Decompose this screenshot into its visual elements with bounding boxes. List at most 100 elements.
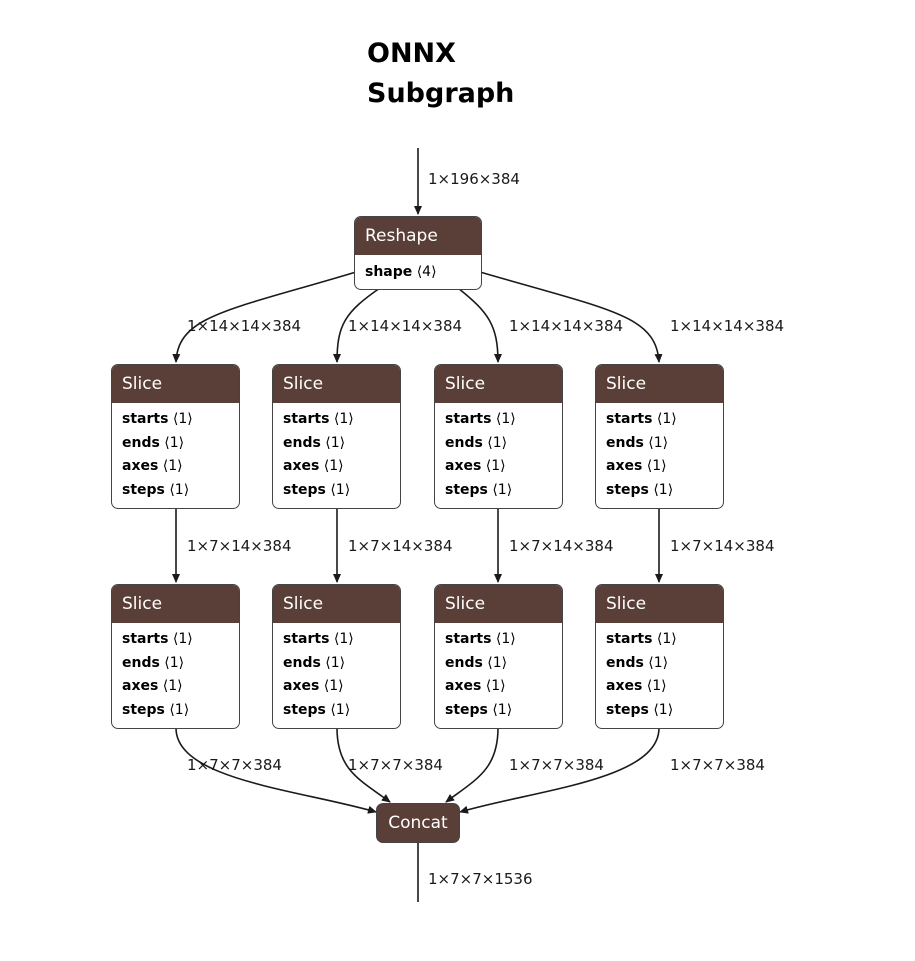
slice-node[interactable]: Slice starts ⟨1⟩ ends ⟨1⟩ axes ⟨1⟩ steps… (272, 584, 401, 729)
attr-value: ⟨1⟩ (325, 434, 346, 451)
attr-value: ⟨1⟩ (330, 702, 351, 719)
attr-value: ⟨1⟩ (162, 458, 183, 475)
attr-key: steps (122, 702, 165, 719)
attr-key: steps (122, 482, 165, 499)
edge-label-slice1-3: 1×7×14×384 (509, 537, 614, 555)
slice-node[interactable]: Slice starts ⟨1⟩ ends ⟨1⟩ axes ⟨1⟩ steps… (595, 364, 724, 509)
attr-value: ⟨1⟩ (646, 458, 667, 475)
concat-node[interactable]: Concat (376, 803, 460, 843)
attr-value: ⟨1⟩ (487, 434, 508, 451)
attr-value: ⟨1⟩ (495, 411, 516, 427)
edge-label-output: 1×7×7×1536 (428, 870, 533, 888)
slice-attr-ends: ends ⟨1⟩ (606, 652, 713, 676)
edge-reshape-slice-1 (172, 271, 357, 363)
slice-node[interactable]: Slice starts ⟨1⟩ ends ⟨1⟩ axes ⟨1⟩ steps… (434, 584, 563, 729)
attr-key: axes (606, 458, 643, 475)
attr-key: starts (606, 631, 653, 647)
slice-attr-axes: axes ⟨1⟩ (122, 675, 229, 699)
reshape-attr-shape: shape ⟨4⟩ (365, 261, 471, 285)
attr-key: shape (365, 264, 413, 280)
attr-key: axes (445, 458, 482, 475)
slice-node-title: Slice (596, 365, 723, 403)
slice-attr-steps: steps ⟨1⟩ (606, 479, 713, 503)
diagram-title: ONNX Subgraph (367, 34, 514, 114)
attr-key: steps (283, 702, 326, 719)
attr-value: ⟨1⟩ (485, 678, 506, 695)
slice-attr-ends: ends ⟨1⟩ (122, 432, 229, 456)
attr-key: steps (606, 702, 649, 719)
attr-value: ⟨1⟩ (172, 631, 193, 647)
attr-value: ⟨1⟩ (495, 631, 516, 647)
edge-reshape-slice-2 (333, 287, 381, 363)
attr-value: ⟨1⟩ (330, 482, 351, 499)
attr-key: starts (283, 411, 330, 427)
edge-label-slice2-1: 1×7×7×384 (187, 756, 282, 774)
slice-attr-ends: ends ⟨1⟩ (445, 652, 552, 676)
slice-attr-axes: axes ⟨1⟩ (606, 455, 713, 479)
edge-label-slice1-1: 1×7×14×384 (187, 537, 292, 555)
slice-node[interactable]: Slice starts ⟨1⟩ ends ⟨1⟩ axes ⟨1⟩ steps… (434, 364, 563, 509)
reshape-node[interactable]: Reshape shape ⟨4⟩ (354, 216, 482, 290)
slice-node-title: Slice (112, 365, 239, 403)
attr-value: ⟨1⟩ (164, 654, 185, 671)
attr-key: steps (445, 482, 488, 499)
attr-key: ends (122, 654, 160, 671)
slice-attr-axes: axes ⟨1⟩ (445, 675, 552, 699)
attr-key: starts (445, 411, 492, 427)
attr-key: ends (283, 434, 321, 451)
attr-value: ⟨1⟩ (162, 678, 183, 695)
attr-value: ⟨1⟩ (656, 411, 677, 427)
attr-value: ⟨1⟩ (492, 482, 513, 499)
edge-reshape-slice-3 (457, 287, 502, 363)
slice-attr-steps: steps ⟨1⟩ (445, 479, 552, 503)
slice-node[interactable]: Slice starts ⟨1⟩ ends ⟨1⟩ axes ⟨1⟩ steps… (595, 584, 724, 729)
edge-label-reshape-1: 1×14×14×384 (187, 317, 302, 335)
edge-label-reshape-3: 1×14×14×384 (509, 317, 624, 335)
slice-attr-ends: ends ⟨1⟩ (283, 652, 390, 676)
attr-key: ends (445, 654, 483, 671)
title-line-1: ONNX (367, 38, 456, 69)
slice-attr-starts: starts ⟨1⟩ (606, 628, 713, 652)
attr-value: ⟨1⟩ (164, 434, 185, 451)
edge-label-slice1-4: 1×7×14×384 (670, 537, 775, 555)
slice-node-title: Slice (435, 365, 562, 403)
slice-node[interactable]: Slice starts ⟨1⟩ ends ⟨1⟩ axes ⟨1⟩ steps… (111, 364, 240, 509)
attr-value: ⟨1⟩ (656, 631, 677, 647)
attr-key: starts (122, 631, 169, 647)
slice-attr-ends: ends ⟨1⟩ (122, 652, 229, 676)
slice-node-title: Slice (112, 585, 239, 623)
edge-reshape-slice-4 (479, 271, 663, 363)
edge-label-slice2-3: 1×7×7×384 (509, 756, 604, 774)
slice-attr-axes: axes ⟨1⟩ (283, 675, 390, 699)
slice-node[interactable]: Slice starts ⟨1⟩ ends ⟨1⟩ axes ⟨1⟩ steps… (111, 584, 240, 729)
attr-value: ⟨4⟩ (416, 264, 437, 280)
attr-key: starts (445, 631, 492, 647)
slice-attr-ends: ends ⟨1⟩ (606, 432, 713, 456)
slice-node-title: Slice (435, 585, 562, 623)
attr-value: ⟨1⟩ (653, 702, 674, 719)
slice-attr-starts: starts ⟨1⟩ (445, 628, 552, 652)
slice-attr-steps: steps ⟨1⟩ (283, 699, 390, 723)
slice-attr-starts: starts ⟨1⟩ (445, 408, 552, 432)
attr-key: axes (445, 678, 482, 695)
attr-key: ends (606, 654, 644, 671)
attr-value: ⟨1⟩ (492, 702, 513, 719)
concat-node-title: Concat (388, 813, 448, 833)
slice-attr-axes: axes ⟨1⟩ (283, 455, 390, 479)
attr-key: starts (283, 631, 330, 647)
attr-key: steps (606, 482, 649, 499)
slice-attr-starts: starts ⟨1⟩ (122, 628, 229, 652)
edge-label-slice2-4: 1×7×7×384 (670, 756, 765, 774)
slice-attr-starts: starts ⟨1⟩ (283, 408, 390, 432)
slice-attr-axes: axes ⟨1⟩ (122, 455, 229, 479)
attr-value: ⟨1⟩ (333, 631, 354, 647)
edge-label-reshape-2: 1×14×14×384 (348, 317, 463, 335)
slice-attr-steps: steps ⟨1⟩ (122, 479, 229, 503)
attr-value: ⟨1⟩ (172, 411, 193, 427)
attr-value: ⟨1⟩ (323, 458, 344, 475)
attr-value: ⟨1⟩ (646, 678, 667, 695)
attr-value: ⟨1⟩ (323, 678, 344, 695)
slice-node[interactable]: Slice starts ⟨1⟩ ends ⟨1⟩ axes ⟨1⟩ steps… (272, 364, 401, 509)
slice-node-title: Slice (273, 365, 400, 403)
